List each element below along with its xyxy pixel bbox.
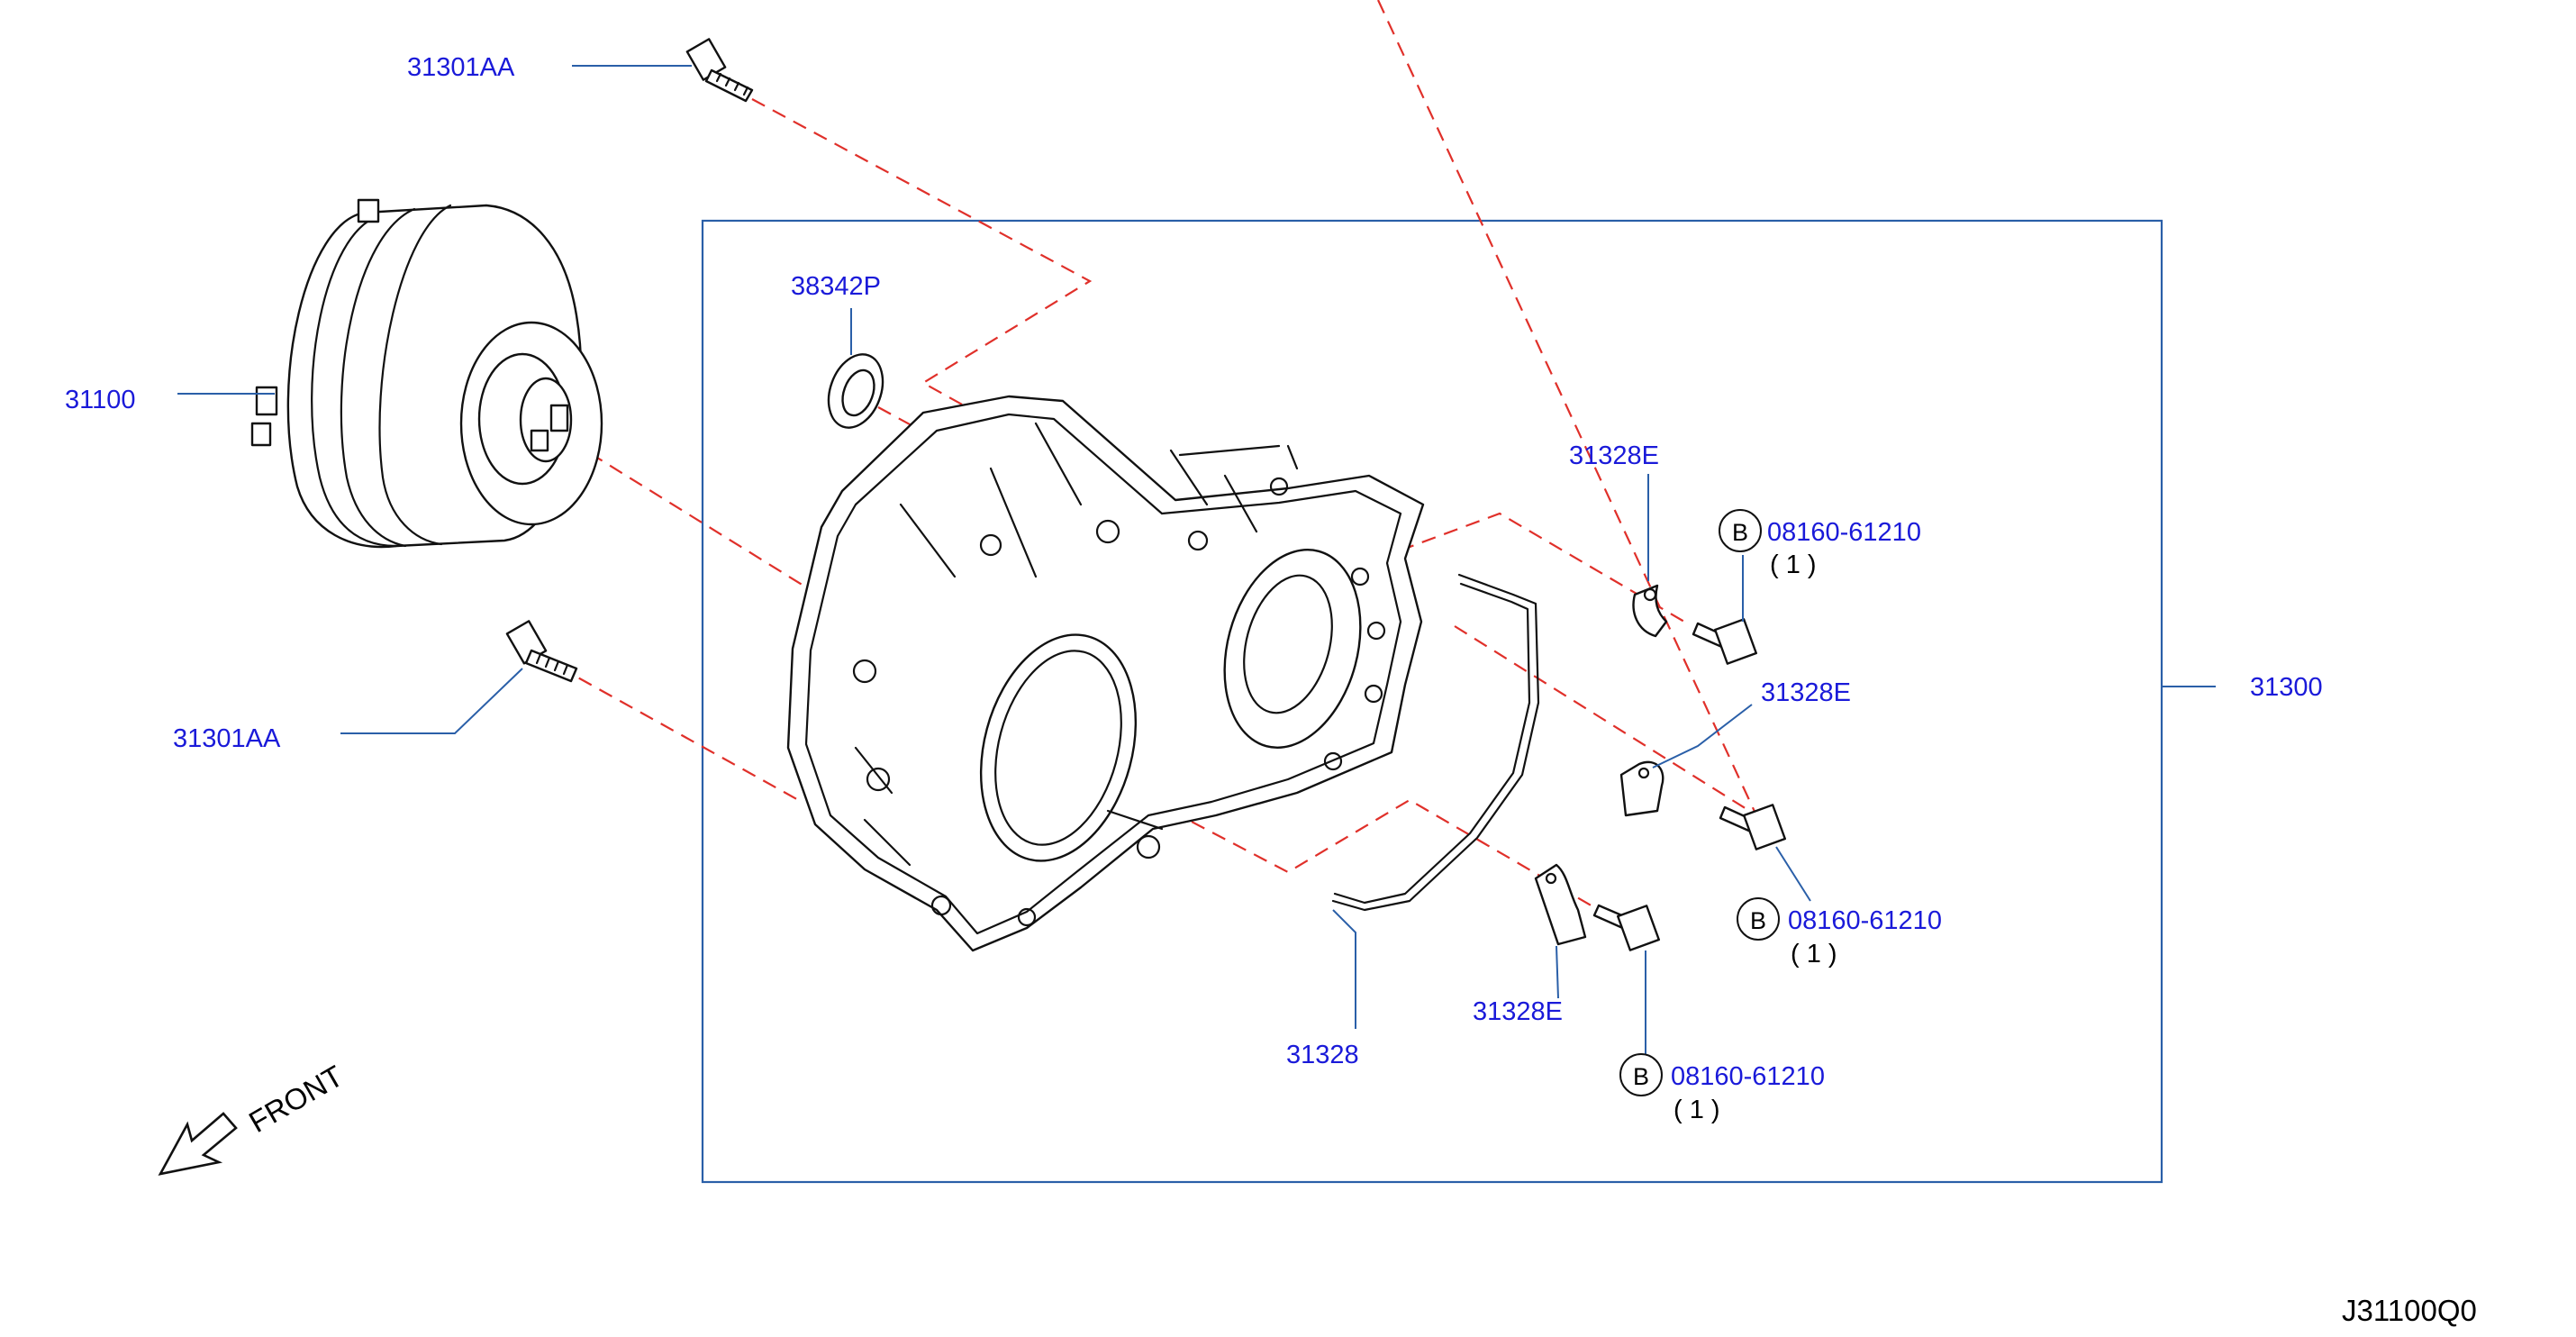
bolt-b1-marker: B [1719, 509, 1762, 552]
label-oil-seal: 38342P [791, 272, 881, 301]
assembly-dashed-lines [558, 0, 1762, 911]
clip-3-drawing [1534, 863, 1587, 946]
label-bolt-b1: 08160-61210 [1767, 518, 1921, 547]
bolt-b2-marker: B [1737, 897, 1780, 941]
label-torque-converter: 31100 [65, 386, 136, 414]
assembly-group-frame [701, 219, 2163, 1184]
bolt-b1-drawing [1692, 618, 1758, 665]
label-bolt-b3-qty: ( 1 ) [1673, 1096, 1720, 1124]
label-bolt-b1-qty: ( 1 ) [1770, 550, 1817, 579]
bolt-b3-marker-letter: B [1633, 1063, 1649, 1090]
label-clip-1: 31328E [1569, 441, 1659, 470]
bolt-b1-marker-letter: B [1732, 519, 1748, 546]
diagram-ref-code: J31100Q0 [2342, 1294, 2477, 1327]
oil-seal-drawing [827, 353, 884, 429]
bolt-b2-marker-letter: B [1750, 907, 1766, 934]
clip-1-drawing [1632, 584, 1668, 638]
label-oil-tube: 31328 [1286, 1041, 1359, 1069]
leader-lines [177, 65, 2216, 1054]
front-arrow-icon [158, 1112, 238, 1176]
label-group-31300: 31300 [2250, 673, 2323, 702]
label-clip-3: 31328E [1473, 997, 1563, 1026]
label-bolt-b3: 08160-61210 [1671, 1062, 1825, 1091]
transaxle-case-drawing [786, 395, 1425, 952]
bolt-b3-drawing [1592, 904, 1661, 951]
label-bolt-left: 31301AA [173, 724, 281, 753]
bolt-left-drawing [505, 620, 578, 683]
label-bolt-b2-qty: ( 1 ) [1791, 940, 1837, 969]
label-clip-2: 31328E [1761, 678, 1851, 707]
torque-converter-drawing [250, 198, 603, 549]
oil-tube-drawing [1331, 573, 1540, 912]
front-label: FRONT [243, 1059, 349, 1139]
clip-2-drawing [1619, 760, 1664, 817]
label-bolt-b2: 08160-61210 [1788, 906, 1942, 935]
bolt-b2-drawing [1719, 804, 1787, 850]
bolt-b3-marker: B [1619, 1053, 1663, 1096]
label-bolt-top: 31301AA [407, 53, 515, 82]
bolt-top-drawing [685, 38, 754, 103]
